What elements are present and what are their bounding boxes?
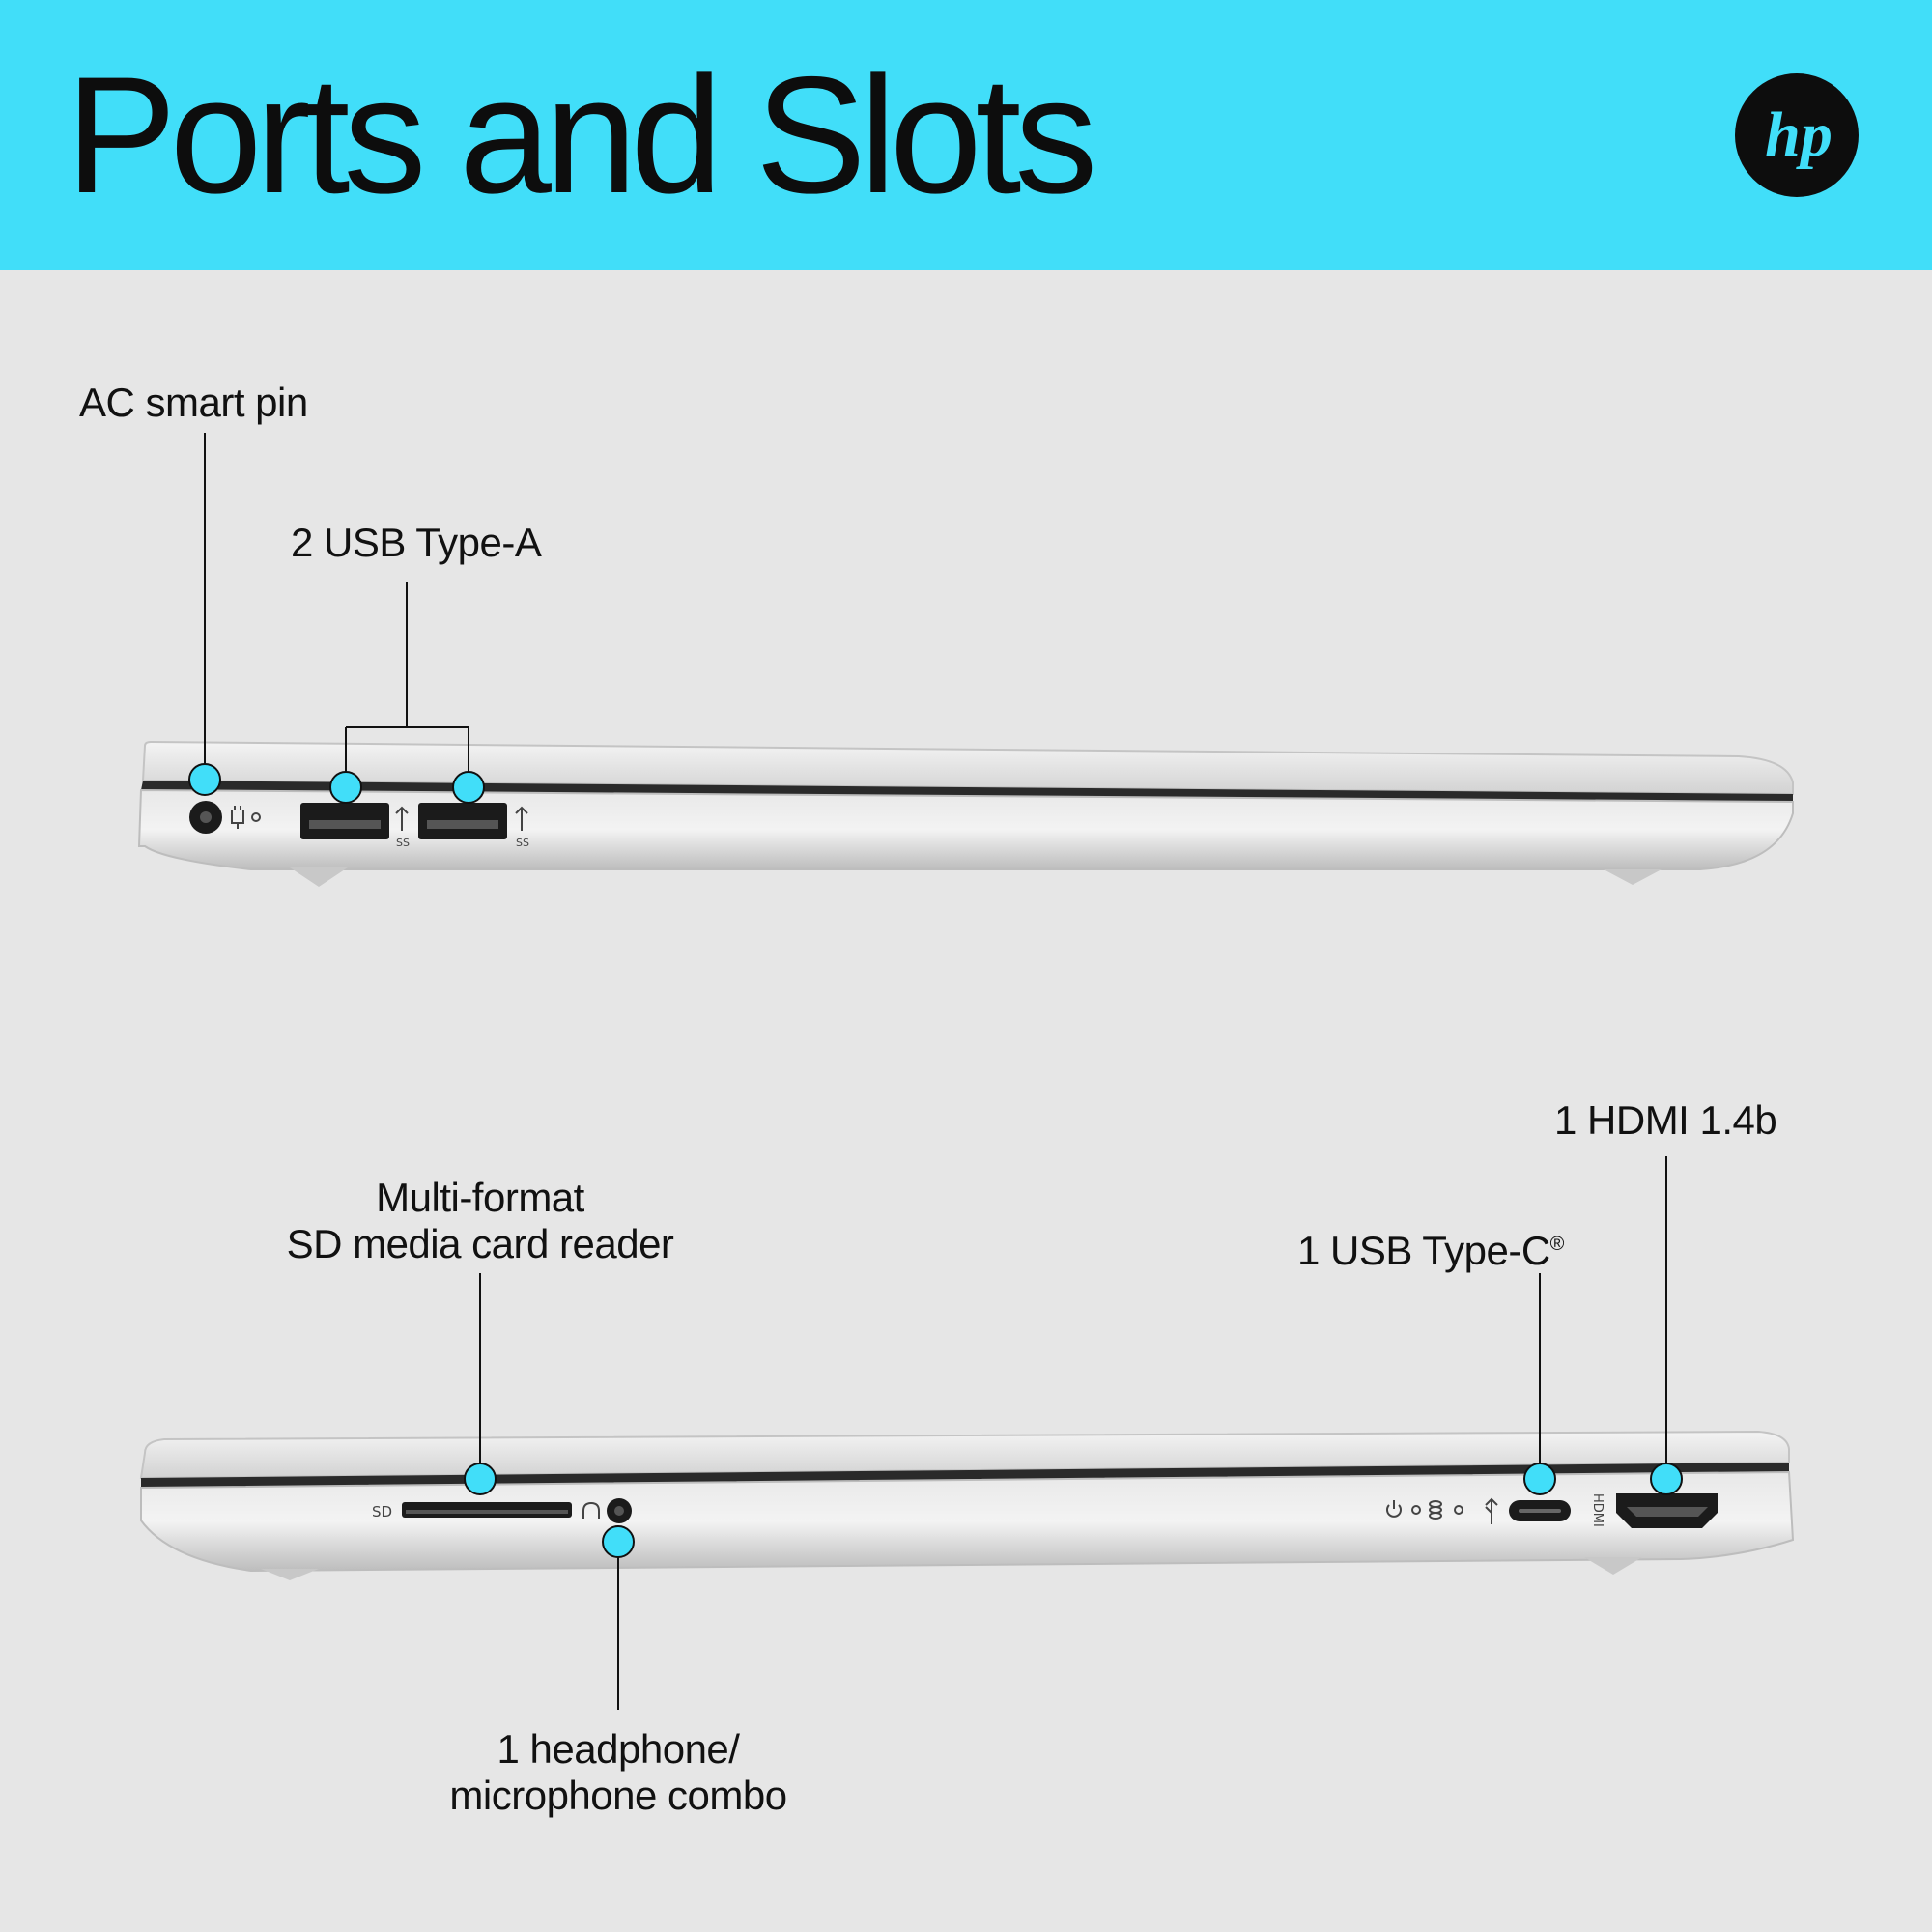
svg-text:hp: hp [1765, 99, 1833, 170]
hp-logo-icon: hp [1735, 73, 1859, 197]
label-sd-card-reader: Multi-format SD media card reader [239, 1175, 722, 1267]
label-sd-line1: Multi-format [376, 1175, 584, 1220]
usb-icon [1485, 1497, 1498, 1524]
header-banner [0, 0, 1932, 270]
callout-dot-headphone [602, 1525, 635, 1558]
headphone-jack [607, 1498, 632, 1523]
sd-label: SD [372, 1503, 392, 1520]
drive-light [1454, 1505, 1463, 1515]
label-usb-type-c: 1 USB Type-C® [1297, 1221, 1564, 1274]
label-headphone-combo: 1 headphone/ microphone combo [377, 1726, 860, 1819]
usb-type-a-port-1 [300, 803, 389, 839]
hdmi-port [1616, 1493, 1718, 1528]
callout-dot-ac [188, 763, 221, 796]
power-plug-icon [231, 806, 244, 829]
usb-type-c-port [1509, 1500, 1571, 1521]
label-usb-type-a: 2 USB Type-A [291, 520, 542, 565]
ac-smart-pin-port [189, 801, 222, 834]
usb-ss-icon: SS [515, 806, 529, 849]
svg-text:SS: SS [396, 837, 410, 849]
power-light [1411, 1505, 1421, 1515]
callout-line-usb-a [345, 582, 469, 782]
callout-dot-sd [464, 1463, 497, 1495]
sd-card-slot [402, 1502, 572, 1518]
callout-dot-usb-a-2 [452, 771, 485, 804]
callout-dot-hdmi [1650, 1463, 1683, 1495]
headset-icon [582, 1501, 600, 1519]
label-headphone-line2: microphone combo [449, 1773, 787, 1818]
usb-type-a-port-2 [418, 803, 507, 839]
svg-text:SS: SS [516, 837, 529, 849]
laptop-right-side: SD HDMI [139, 1156, 1795, 1710]
callout-dot-usb-a-1 [329, 771, 362, 804]
usb-ss-icon: SS [395, 806, 410, 849]
drive-activity-icon [1429, 1500, 1442, 1520]
label-hdmi: 1 HDMI 1.4b [1554, 1097, 1777, 1143]
label-ac-smart-pin: AC smart pin [79, 380, 308, 425]
registered-mark: ® [1549, 1234, 1565, 1255]
hdmi-label: HDMI [1590, 1493, 1605, 1527]
callout-dot-usb-c [1523, 1463, 1556, 1495]
power-icon [1386, 1500, 1402, 1518]
label-usb-type-c-text: 1 USB Type-C [1297, 1228, 1550, 1273]
page-title: Ports and Slots [66, 43, 1097, 228]
charge-light [251, 812, 261, 822]
label-headphone-line1: 1 headphone/ [497, 1726, 740, 1772]
laptop-left-side: SS SS [137, 433, 1794, 887]
label-sd-line2: SD media card reader [286, 1221, 674, 1266]
